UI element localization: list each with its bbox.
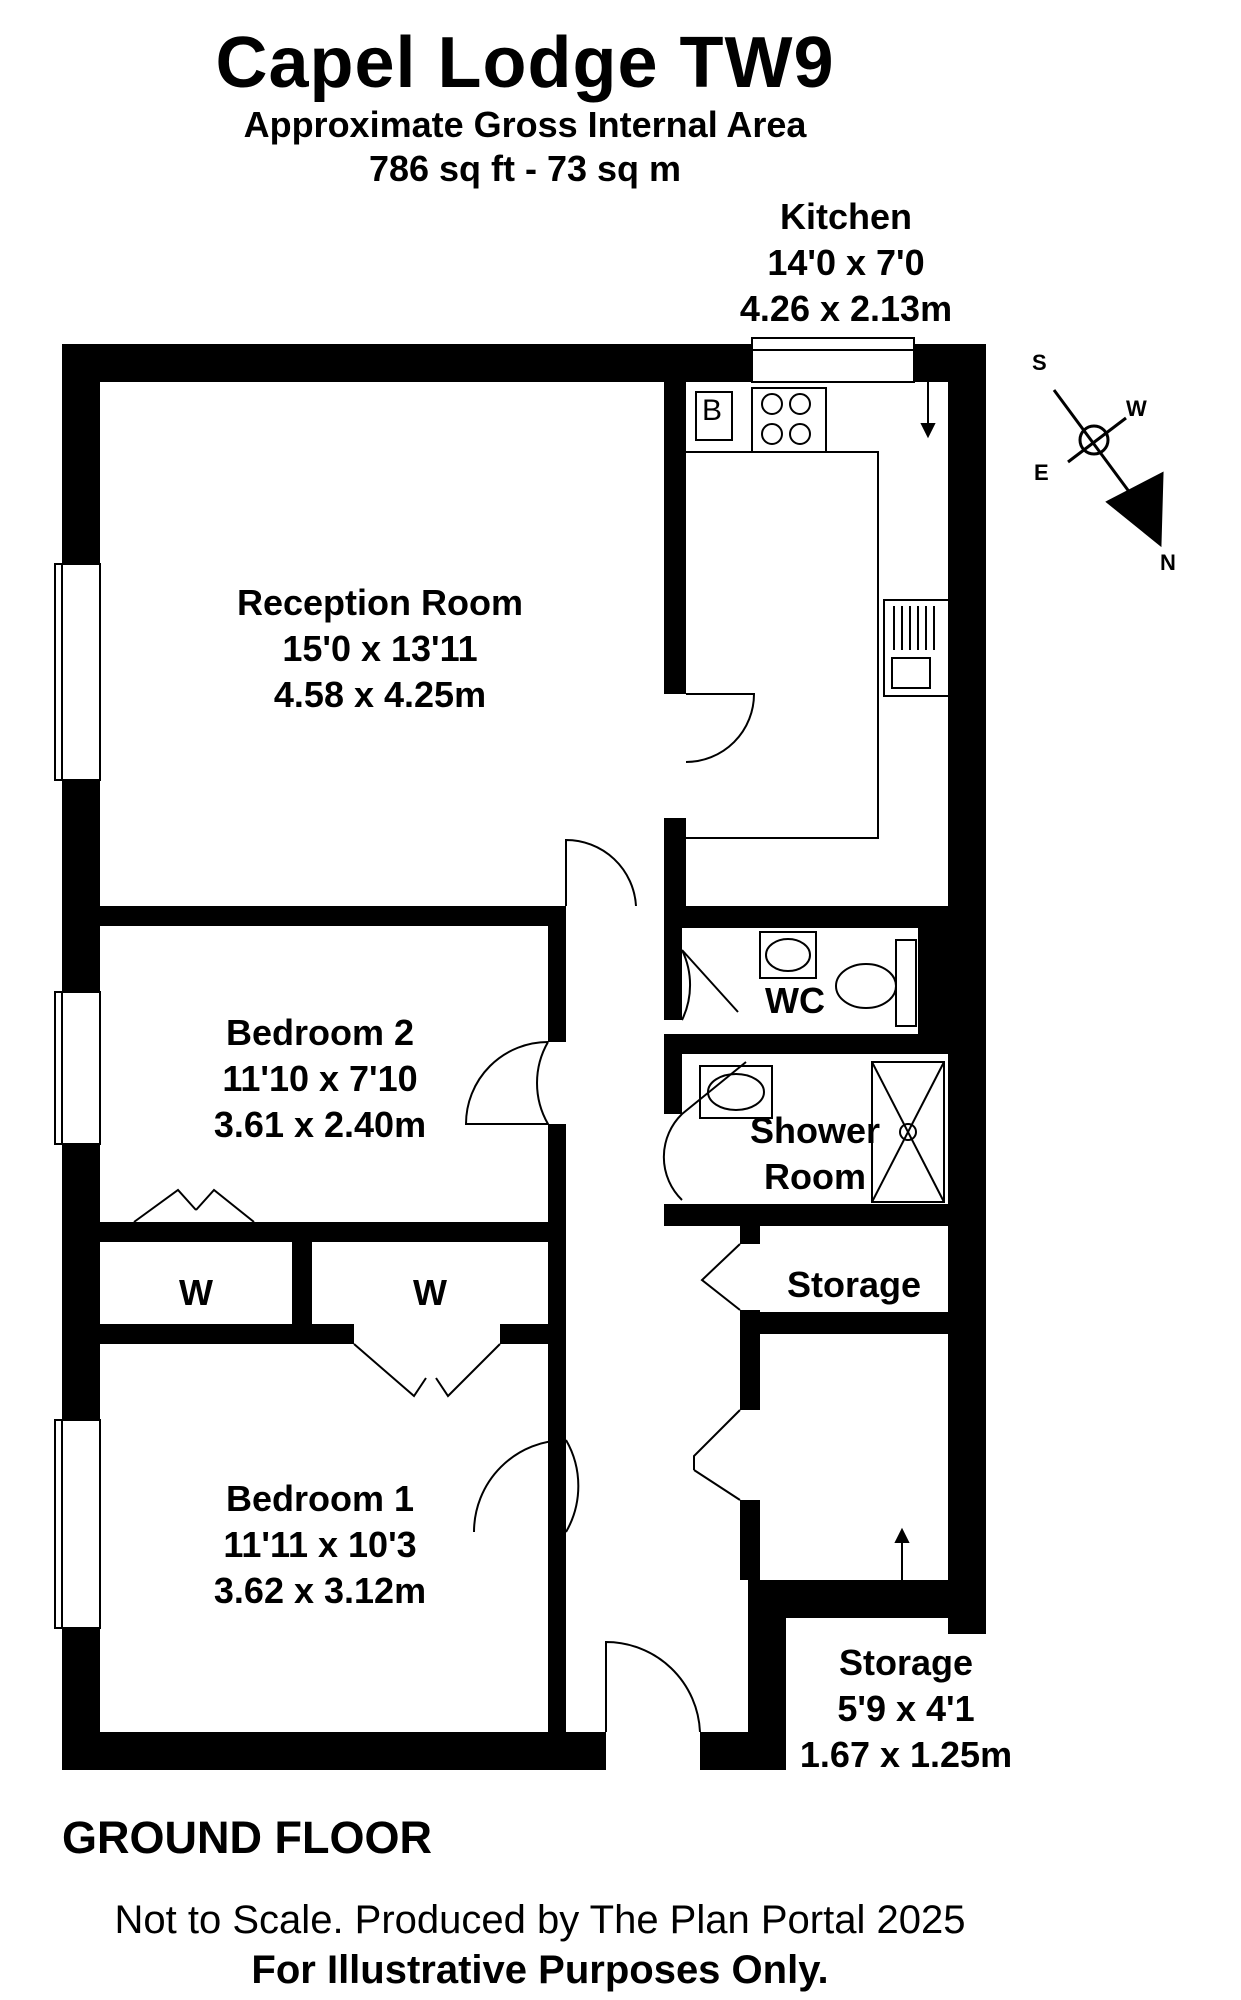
right-core-wall-wc	[664, 928, 682, 1020]
storage-large-metric: 1.67 x 1.25m	[799, 1734, 1013, 1775]
door-storage-small	[700, 1243, 741, 1311]
hall-left-wall-lower	[548, 1124, 566, 1732]
kitchen-left-wall-lower	[664, 818, 686, 926]
wc-label: WC	[765, 980, 825, 1021]
door-bed2	[464, 1041, 550, 1125]
storage-large-label: Storage 5'9 x 4'1 1.67 x 1.25m	[786, 1640, 1026, 1778]
floor-label: GROUND FLOOR	[62, 1812, 432, 1863]
footer-disclaimer: Not to Scale. Produced by The Plan Porta…	[114, 1898, 966, 1942]
compass-w: W	[1126, 396, 1147, 421]
storage-left-wall-upper	[740, 1226, 760, 1244]
boiler	[695, 391, 733, 441]
bedroom2-metric: 3.61 x 2.40m	[213, 1104, 427, 1145]
plan-title: Capel Lodge TW9	[215, 23, 835, 103]
hob	[751, 387, 827, 453]
reception-bottom-wall	[62, 906, 566, 926]
reception-imperial: 15'0 x 13'11	[282, 628, 478, 669]
wall-left-mid2	[62, 1144, 100, 1420]
window-kitchen	[751, 337, 915, 383]
storage-side-wall	[748, 1580, 786, 1770]
shower-bottom-wall	[664, 1204, 948, 1226]
kitchen-name: Kitchen	[779, 196, 912, 237]
storage-mid-wall	[740, 1312, 948, 1334]
compass-e: E	[1034, 460, 1049, 485]
wc-basin	[759, 931, 817, 979]
kitchen-metric: 4.26 x 2.13m	[739, 288, 953, 329]
storage-bottom-wall	[748, 1580, 986, 1618]
wardrobe-bottom-wall-right	[500, 1324, 566, 1344]
wc-cistern	[895, 939, 917, 1027]
wall-left-mid1	[62, 780, 100, 992]
door-wc	[681, 949, 739, 1021]
shower-room-line1: Shower	[749, 1110, 881, 1151]
doors-wardrobe-left	[133, 1188, 255, 1223]
bedroom1-metric: 3.62 x 3.12m	[213, 1570, 427, 1611]
area-subtitle: Approximate Gross Internal Area	[243, 104, 807, 145]
door-reception	[565, 838, 637, 907]
hall-left-wall-upper	[548, 926, 566, 1042]
kitchen-left-wall-upper	[664, 382, 686, 694]
kitchen-sink	[883, 599, 951, 697]
storage-large-imperial: 5'9 x 4'1	[837, 1688, 975, 1729]
storage-left-wall-mid	[740, 1310, 760, 1410]
wardrobe-left-label: W	[179, 1272, 213, 1313]
right-core-wall-shower	[664, 1054, 682, 1114]
reception-label: Reception Room 15'0 x 13'11 4.58 x 4.25m	[180, 580, 580, 718]
bedroom2-imperial: 11'10 x 7'10	[222, 1058, 418, 1099]
storage-large-name: Storage	[838, 1642, 974, 1683]
kitchen-imperial: 14'0 x 7'0	[767, 242, 925, 283]
storage-left-wall-lower	[740, 1500, 760, 1580]
bed2-bottom-wall	[100, 1222, 566, 1242]
bedroom2-label: Bedroom 2 11'10 x 7'10 3.61 x 2.40m	[160, 1010, 480, 1148]
wall-left-upper	[62, 344, 100, 564]
reception-name: Reception Room	[236, 582, 523, 623]
door-entrance	[605, 1640, 701, 1733]
storage-small-label: Storage	[786, 1264, 922, 1305]
door-shower	[662, 1061, 747, 1201]
door-bed1	[473, 1439, 580, 1533]
kitchen-bottom-wall	[664, 906, 948, 928]
wc-right-wall	[918, 928, 948, 1034]
bedroom1-label: Bedroom 1 11'11 x 10'3 3.62 x 3.12m	[160, 1476, 480, 1614]
reception-metric: 4.58 x 4.25m	[273, 674, 487, 715]
wall-bottom-left	[62, 1732, 606, 1770]
bedroom1-name: Bedroom 1	[225, 1478, 415, 1519]
compass-s: S	[1032, 350, 1047, 375]
bedroom1-imperial: 11'11 x 10'3	[223, 1524, 417, 1565]
wall-right	[948, 344, 986, 1634]
wall-top-left	[62, 344, 752, 382]
footer-illustrative: For Illustrative Purposes Only.	[251, 1948, 829, 1992]
shower-room-line2: Room	[764, 1156, 866, 1197]
shower-tray	[871, 1061, 945, 1203]
compass-rose	[1052, 389, 1164, 548]
boiler-label: B	[702, 394, 723, 427]
wardrobe-right-label: W	[413, 1272, 447, 1313]
wc-bottom-wall	[664, 1034, 948, 1054]
bedroom2-name: Bedroom 2	[225, 1012, 415, 1053]
door-storage-large	[693, 1409, 741, 1501]
kitchen-label: Kitchen 14'0 x 7'0 4.26 x 2.13m	[718, 194, 974, 332]
shower-room-label: Shower Room	[730, 1108, 900, 1200]
toilet	[835, 963, 897, 1009]
wardrobe-bottom-wall-left	[62, 1324, 354, 1344]
area-value: 786 sq ft - 73 sq m	[368, 148, 682, 189]
door-kitchen	[685, 693, 756, 763]
compass-n: N	[1160, 550, 1176, 575]
wardrobe-divider	[292, 1242, 312, 1324]
doors-wardrobe-right	[353, 1343, 501, 1398]
shower-basin	[699, 1065, 773, 1119]
kitchen-worktop	[686, 451, 879, 839]
